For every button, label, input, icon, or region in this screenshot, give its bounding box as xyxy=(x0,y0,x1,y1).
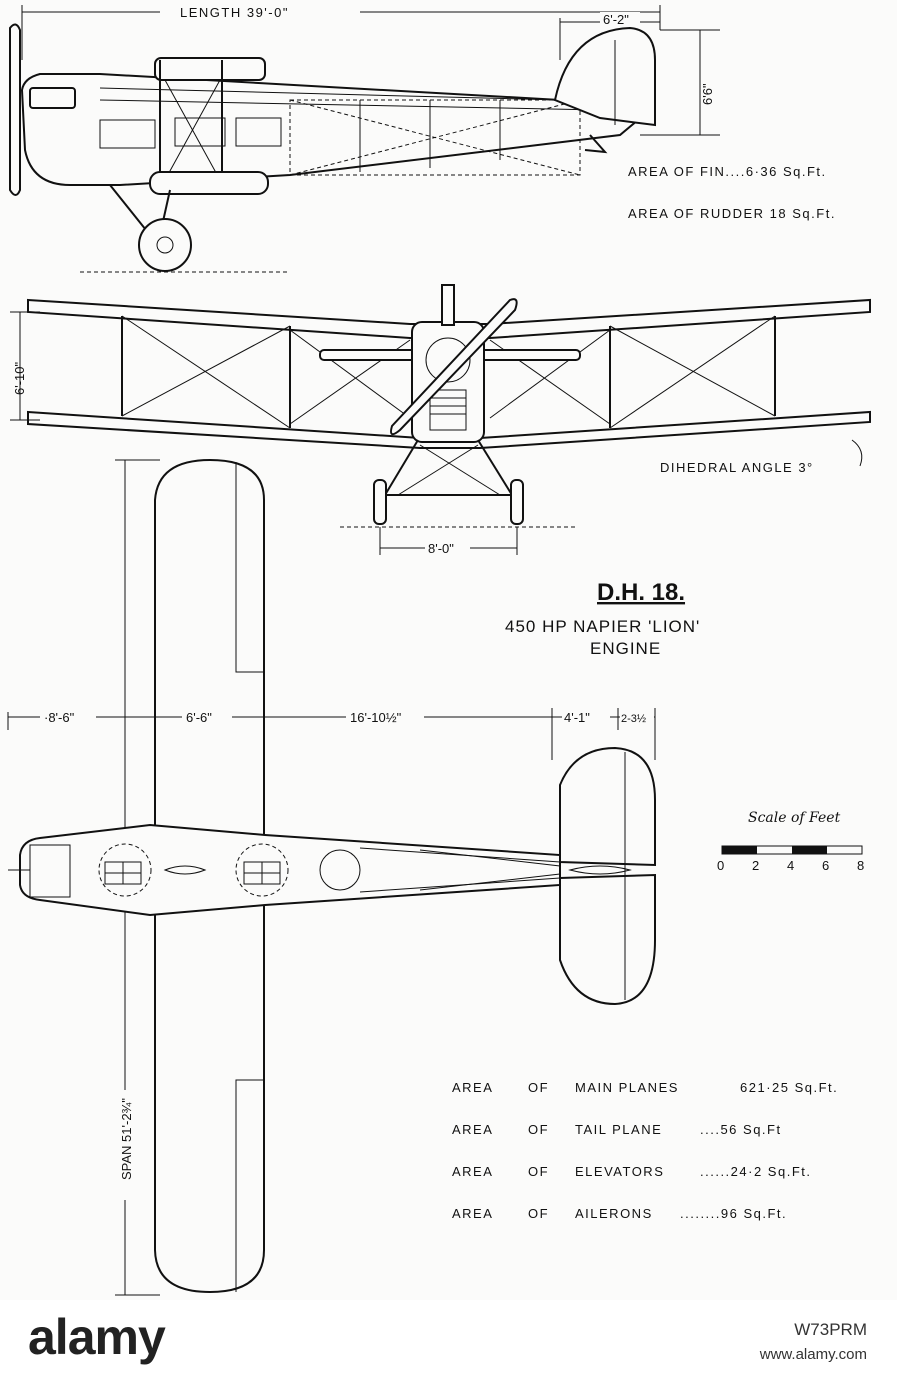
engine-line-2: ENGINE xyxy=(590,639,661,658)
side-view: LENGTH 39'-0" 6'-2" 6'6" xyxy=(9,2,836,273)
brand-logo[interactable]: alamy xyxy=(28,1309,166,1365)
area-value-elevators: ......24·2 Sq.Ft. xyxy=(700,1164,811,1179)
tail-dimension: 6'-2" xyxy=(603,12,629,27)
engine-line-1: 450 HP NAPIER 'LION' xyxy=(505,617,700,636)
plan-dim-3: 16'-10½" xyxy=(350,710,402,725)
area-prefix-main-planes: AREA xyxy=(452,1080,493,1095)
scale-tick-2: 2 xyxy=(752,858,759,873)
area-of-main-planes: OF xyxy=(528,1080,549,1095)
watermark-footer: alamy W73PRM www.alamy.com xyxy=(0,1300,897,1390)
site-url[interactable]: www.alamy.com xyxy=(759,1346,867,1363)
area-of-ailerons: OF xyxy=(528,1206,549,1221)
title-block: D.H. 18. 450 HP NAPIER 'LION' ENGINE xyxy=(505,579,700,658)
three-view-drawing: LENGTH 39'-0" 6'-2" 6'6" xyxy=(7,2,871,1296)
plan-view: SPAN 51'-2¾" xyxy=(7,458,656,1296)
length-dimension: LENGTH 39'-0" xyxy=(180,5,289,20)
plan-dim-5: 2-3½ xyxy=(621,713,646,725)
scale-label: Scale of Feet xyxy=(748,810,841,826)
area-name-main-planes: MAIN PLANES xyxy=(575,1080,679,1095)
dihedral-angle-label: DIHEDRAL ANGLE 3° xyxy=(660,460,814,475)
areas-table: AREA OF MAIN PLANES 621·25 Sq.Ft. AREA O… xyxy=(452,1080,838,1221)
plan-dim-1: ·8'-6" xyxy=(44,710,75,725)
image-id: W73PRM xyxy=(794,1320,867,1339)
area-name-elevators: ELEVATORS xyxy=(575,1164,664,1179)
area-name-ailerons: AILERONS xyxy=(575,1206,653,1221)
scale-tick-0: 0 xyxy=(717,858,724,873)
area-of-tail-plane: OF xyxy=(528,1122,549,1137)
front-view: 6'-10" DIHEDRAL ANGLE 3° 8'-0" xyxy=(10,284,871,556)
fin-area-label: AREA OF FIN....6·36 Sq.Ft. xyxy=(628,164,827,179)
scale-bar: Scale of Feet 0 2 4 6 8 xyxy=(717,810,864,873)
span-dimension: SPAN 51'-2¾" xyxy=(119,1098,134,1180)
wing-gap-dimension: 6'-10" xyxy=(12,361,27,395)
scale-tick-6: 6 xyxy=(822,858,829,873)
plan-dim-4: 4'-1" xyxy=(564,710,590,725)
scale-tick-4: 4 xyxy=(787,858,794,873)
height-dimension: 6'6" xyxy=(700,83,715,105)
area-value-ailerons: ........96 Sq.Ft. xyxy=(680,1206,787,1221)
track-dimension: 8'-0" xyxy=(428,541,454,556)
area-of-elevators: OF xyxy=(528,1164,549,1179)
drawing-title: D.H. 18. xyxy=(597,579,685,606)
area-value-tail-plane: ....56 Sq.Ft xyxy=(700,1122,782,1137)
area-name-tail-plane: TAIL PLANE xyxy=(575,1122,662,1137)
area-prefix-ailerons: AREA xyxy=(452,1206,493,1221)
area-prefix-elevators: AREA xyxy=(452,1164,493,1179)
plan-dim-2: 6'-6" xyxy=(186,710,212,725)
rudder-area-label: AREA OF RUDDER 18 Sq.Ft. xyxy=(628,206,836,221)
area-prefix-tail-plane: AREA xyxy=(452,1122,493,1137)
area-value-main-planes: 621·25 Sq.Ft. xyxy=(740,1080,838,1095)
scale-tick-8: 8 xyxy=(857,858,864,873)
